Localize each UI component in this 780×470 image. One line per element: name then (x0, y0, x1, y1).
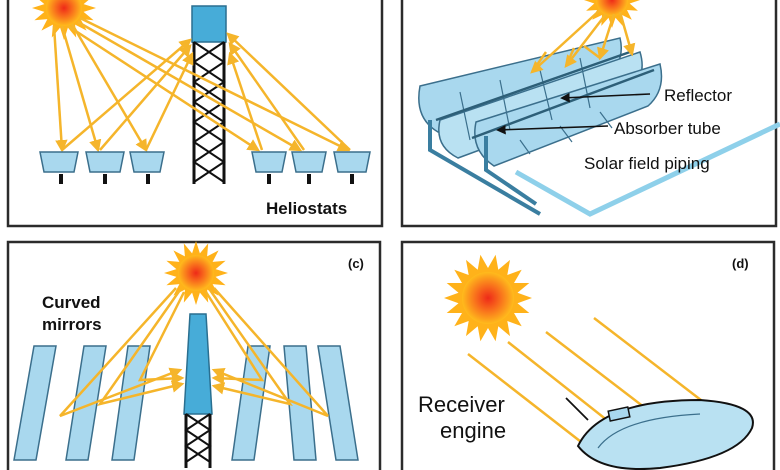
sun-core (462, 272, 514, 324)
mirror-strips (13, 345, 359, 461)
panel-a-frame (6, 0, 384, 228)
curved-mirrors-label-line2: mirrors (42, 315, 102, 334)
tower-receiver (191, 5, 227, 43)
heliostat (39, 151, 79, 184)
absorber-tube-label: Absorber tube (614, 119, 721, 138)
heliostat (251, 151, 287, 184)
mirror-strip (111, 345, 151, 461)
panel-d-dish-engine: (d) Receiver engine (400, 240, 776, 470)
mirror-strip (13, 345, 57, 461)
receiver-label-line2: engine (440, 418, 506, 443)
sun-core (46, 0, 82, 26)
panel-c-linear-fresnel: (c) Curved mirrors (6, 240, 382, 470)
linear-receiver (183, 313, 213, 468)
solar-field-piping-label: Solar field piping (584, 154, 710, 173)
panel-b-callouts (496, 92, 651, 135)
heliostat (85, 151, 125, 184)
heliostat (129, 151, 165, 184)
tower-lattice (192, 41, 226, 183)
receiver-callout-line (565, 397, 589, 421)
tower-legs (192, 42, 226, 184)
panel-a-rays (52, 16, 351, 153)
panel-c-tag: (c) (348, 256, 364, 271)
curved-mirrors-label-line1: Curved (42, 293, 101, 312)
panel-d-frame (400, 240, 776, 470)
panel-d-tag: (d) (732, 256, 749, 271)
mirror-strip (231, 345, 271, 461)
sun-icon (32, 0, 96, 40)
panel-a-solar-tower: Heliostats (6, 0, 384, 228)
receiver-engine-box (607, 406, 631, 422)
heliostat-row (39, 151, 371, 184)
heliostat (333, 151, 371, 184)
panel-b-parabolic-trough: Reflector Absorber tube Solar field pipi… (400, 0, 780, 228)
heliostats-label: Heliostats (266, 199, 347, 218)
trough-collectors (418, 37, 663, 167)
sun-icon (444, 254, 532, 342)
sun-core (178, 255, 214, 291)
sun-icon (164, 241, 228, 305)
reflector-label: Reflector (664, 86, 732, 105)
panel-b-rays (530, 9, 636, 74)
panel-c-rays (59, 287, 329, 418)
panel-b-frame (400, 0, 778, 228)
dish-collector (576, 398, 754, 470)
absorber-tube (435, 50, 631, 122)
trough-mirror (474, 63, 663, 167)
receiver-label-line1: Receiver (418, 392, 505, 417)
sun-icon (584, 0, 640, 28)
mirror-strip (317, 345, 359, 461)
sun-core (596, 0, 628, 16)
central-tower (191, 5, 227, 184)
panel-c-frame (6, 240, 382, 470)
heliostat (291, 151, 327, 184)
dish-reflector (576, 398, 754, 470)
